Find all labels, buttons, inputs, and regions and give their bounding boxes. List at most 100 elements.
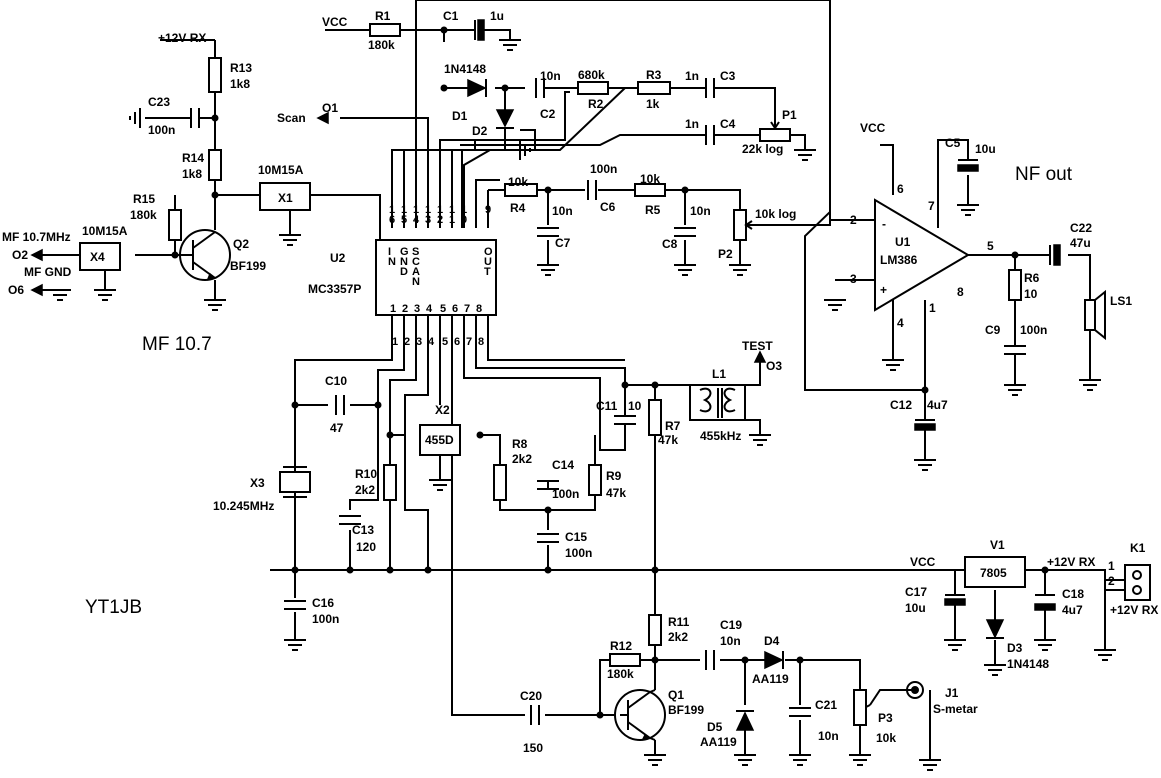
q1-val: BF199 — [668, 703, 704, 717]
u2-pin-name-15: D — [400, 266, 408, 278]
c11-ref: C11 — [596, 399, 618, 413]
p2-val: 10k log — [755, 207, 796, 221]
r7-val: 47k — [658, 433, 678, 447]
u1-pin-1: 1 — [929, 301, 936, 315]
ground-symbols — [49, 39, 1116, 771]
c23-val: 100n — [148, 123, 175, 137]
cap-c6 — [587, 180, 597, 200]
junction-dots — [171, 26, 1049, 719]
u2-pin-out-4: 4 — [428, 336, 435, 348]
junction-dot — [1041, 566, 1049, 574]
ground-20 — [1034, 639, 1056, 651]
c14-ref: C14 — [552, 458, 574, 472]
ground-22 — [644, 754, 666, 766]
pot-wipers — [744, 121, 871, 708]
u2-ref: U2 — [330, 251, 346, 265]
regulator-v1 — [964, 556, 1026, 588]
cap-c9 — [1004, 345, 1026, 355]
resistors — [168, 23, 1022, 726]
cap-c11 — [614, 415, 636, 425]
cap-c21 — [789, 707, 811, 717]
r10-ref: R10 — [355, 467, 377, 481]
ground-16 — [749, 434, 771, 446]
plus12-label-top: +12V RX — [158, 31, 206, 45]
c12-val: 4u7 — [927, 398, 948, 412]
l1-ref: L1 — [712, 367, 726, 381]
r8-val: 2k2 — [512, 452, 532, 466]
filter-x4 — [79, 242, 121, 271]
junction-dot — [291, 401, 299, 409]
cap-c7 — [537, 227, 559, 237]
c12-ref: C12 — [890, 398, 912, 412]
k1-pin-2: 2 — [1108, 574, 1115, 588]
junction-dot — [476, 431, 484, 439]
c19-val: 10n — [720, 634, 741, 648]
u2-pin-num-15: 5 — [401, 214, 407, 226]
crystal-x3 — [279, 471, 311, 493]
u2-pin-name-14: C — [412, 256, 420, 268]
x3-ref: X3 — [250, 476, 265, 490]
r5-ref: R5 — [645, 203, 661, 217]
u2-pin-out-2: 2 — [404, 336, 410, 348]
resistor-r4 — [504, 183, 538, 197]
diodes — [467, 78, 1005, 731]
p3-val: 10k — [876, 731, 896, 745]
port-mf-gnd: MF GND — [24, 265, 72, 279]
junction-dot — [424, 566, 432, 574]
u2-part: MC3357P — [308, 282, 361, 296]
d5-ref: D5 — [707, 720, 723, 734]
r3-ref: R3 — [646, 68, 662, 82]
c19-ref: C19 — [720, 618, 742, 632]
c21-val: 10n — [818, 729, 839, 743]
c1-val: 1u — [490, 9, 504, 23]
c20-ref: C20 — [520, 689, 542, 703]
junction-dot — [544, 506, 552, 514]
cap-c2 — [535, 78, 545, 98]
r11-ref: R11 — [668, 615, 690, 629]
l1-val: 455kHz — [700, 429, 741, 443]
r4-ref: R4 — [510, 201, 526, 215]
port-mf-in: MF 10.7MHz — [2, 230, 71, 244]
p1-ref: P1 — [782, 108, 797, 122]
cap-c15 — [537, 533, 559, 543]
c14-val: 100n — [552, 487, 579, 501]
u2-pin-out-6: 6 — [454, 336, 460, 348]
ground-11 — [957, 204, 979, 216]
r15-val: 180k — [130, 208, 157, 222]
junction-dot — [651, 381, 659, 389]
u2-pin-name-14: A — [412, 266, 420, 278]
u2-pin-name-9: O — [484, 246, 493, 258]
ls1-ref: LS1 — [1110, 294, 1132, 308]
u2-pin-num-14: 1 — [413, 204, 419, 216]
r1-ref: R1 — [375, 9, 391, 23]
ground-8 — [794, 149, 816, 161]
u2-pin-name-15: N — [400, 256, 408, 268]
title: YT1JB — [85, 597, 142, 618]
ground-17 — [284, 639, 306, 651]
resistor-r6 — [1008, 269, 1022, 301]
capacitors — [190, 78, 1026, 725]
ground-side-marks — [129, 108, 531, 160]
junction-dot — [211, 114, 219, 122]
ground-14 — [914, 459, 936, 471]
c9-val: 100n — [1020, 323, 1047, 337]
ground-2 — [94, 289, 116, 301]
u1-pin-6: 6 — [897, 182, 904, 196]
filter-x2 — [419, 424, 461, 456]
ground-13 — [1079, 379, 1101, 391]
u2-pin-num-11: 1 — [449, 214, 455, 226]
c7-ref: C7 — [555, 236, 571, 250]
speaker-ls1-cone — [1094, 289, 1106, 341]
u2-pin-6: 6 — [452, 303, 458, 315]
q2-ref: Q2 — [233, 237, 249, 251]
c11-val: 10 — [628, 399, 642, 413]
d2-ref: D2 — [472, 124, 488, 138]
c3-ref: C3 — [720, 69, 736, 83]
cap-c8 — [674, 227, 696, 237]
c5-ref: C5 — [945, 136, 961, 150]
ic-u2: 16IN15GND14SCAN131211109OUT1122334455667… — [308, 204, 497, 348]
ground-25 — [849, 754, 871, 766]
filter-x1 — [259, 182, 311, 211]
labels: YT1JB MF 10.7 NF out VCC VCC VCC +12V RX… — [2, 9, 1158, 755]
